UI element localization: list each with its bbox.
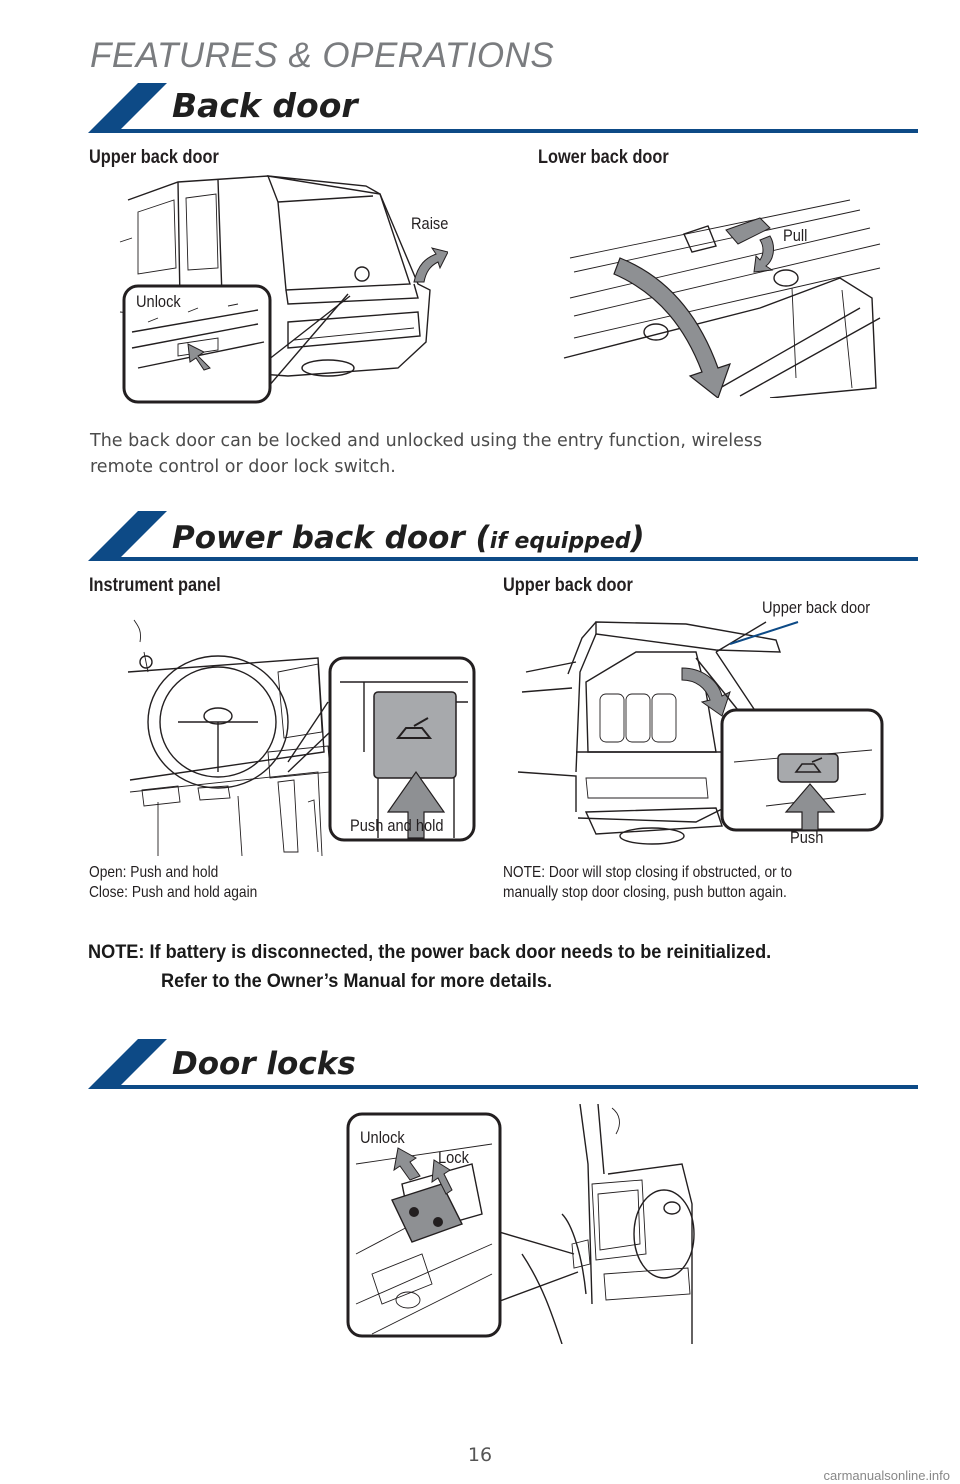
open-close-instructions-line-1: Open: Push and hold	[89, 864, 219, 881]
power-upper-back-door-illustration	[517, 621, 884, 845]
chapter-heading: FEATURES & OPERATIONS	[90, 36, 555, 75]
back-door-description-line-1: The back door can be locked and unlocked…	[90, 431, 763, 451]
stop-closing-note-line-2: manually stop door closing, push button …	[503, 884, 787, 901]
watermark: carmanualsonline.info	[823, 1468, 950, 1483]
section-title-power-back-door: Power back door (if equipped)	[172, 520, 645, 556]
section-title-door-locks: Door locks	[172, 1046, 356, 1082]
door-locks-illustration	[346, 1104, 695, 1344]
label-raise: Raise	[411, 214, 449, 233]
label-lock: Lock	[438, 1148, 469, 1167]
caption-lower-back-door: Lower back door	[538, 147, 669, 168]
caption-upper-back-door: Upper back door	[89, 147, 219, 168]
page-number: 16	[467, 1444, 493, 1466]
power-back-door-title-suffix: if equipped	[489, 529, 631, 554]
label-unlock-upper-door: Unlock	[136, 292, 181, 311]
section-title-back-door: Back door	[172, 86, 358, 125]
label-pull: Pull	[783, 226, 808, 245]
back-door-description-line-2: remote control or door lock switch.	[90, 457, 396, 477]
upper-back-door-illustration	[119, 175, 448, 404]
section-header-bar	[88, 83, 918, 133]
battery-note-line-1: NOTE: If battery is disconnected, the po…	[88, 941, 772, 963]
open-close-instructions-line-2: Close: Push and hold again	[89, 884, 258, 901]
instrument-panel-illustration	[127, 619, 476, 857]
power-back-door-title-close: )	[630, 520, 645, 556]
label-upper-back-door: Upper back door	[762, 598, 871, 617]
lower-back-door-illustration	[563, 199, 881, 398]
section-header-bar	[88, 511, 918, 561]
battery-note-line-2: Refer to the Owner’s Manual for more det…	[161, 970, 552, 992]
label-unlock-door-lock: Unlock	[360, 1128, 405, 1147]
leader-line-upper-back-door	[729, 621, 799, 645]
label-push: Push	[790, 828, 824, 847]
stop-closing-note-line-1: NOTE: Door will stop closing if obstruct…	[503, 864, 793, 881]
caption-upper-back-door-power: Upper back door	[503, 575, 633, 596]
caption-instrument-panel: Instrument panel	[89, 575, 221, 596]
label-push-and-hold: Push and hold	[350, 816, 444, 835]
power-back-door-title-main: Power back door (	[172, 520, 490, 556]
section-header-bar	[88, 1039, 918, 1089]
